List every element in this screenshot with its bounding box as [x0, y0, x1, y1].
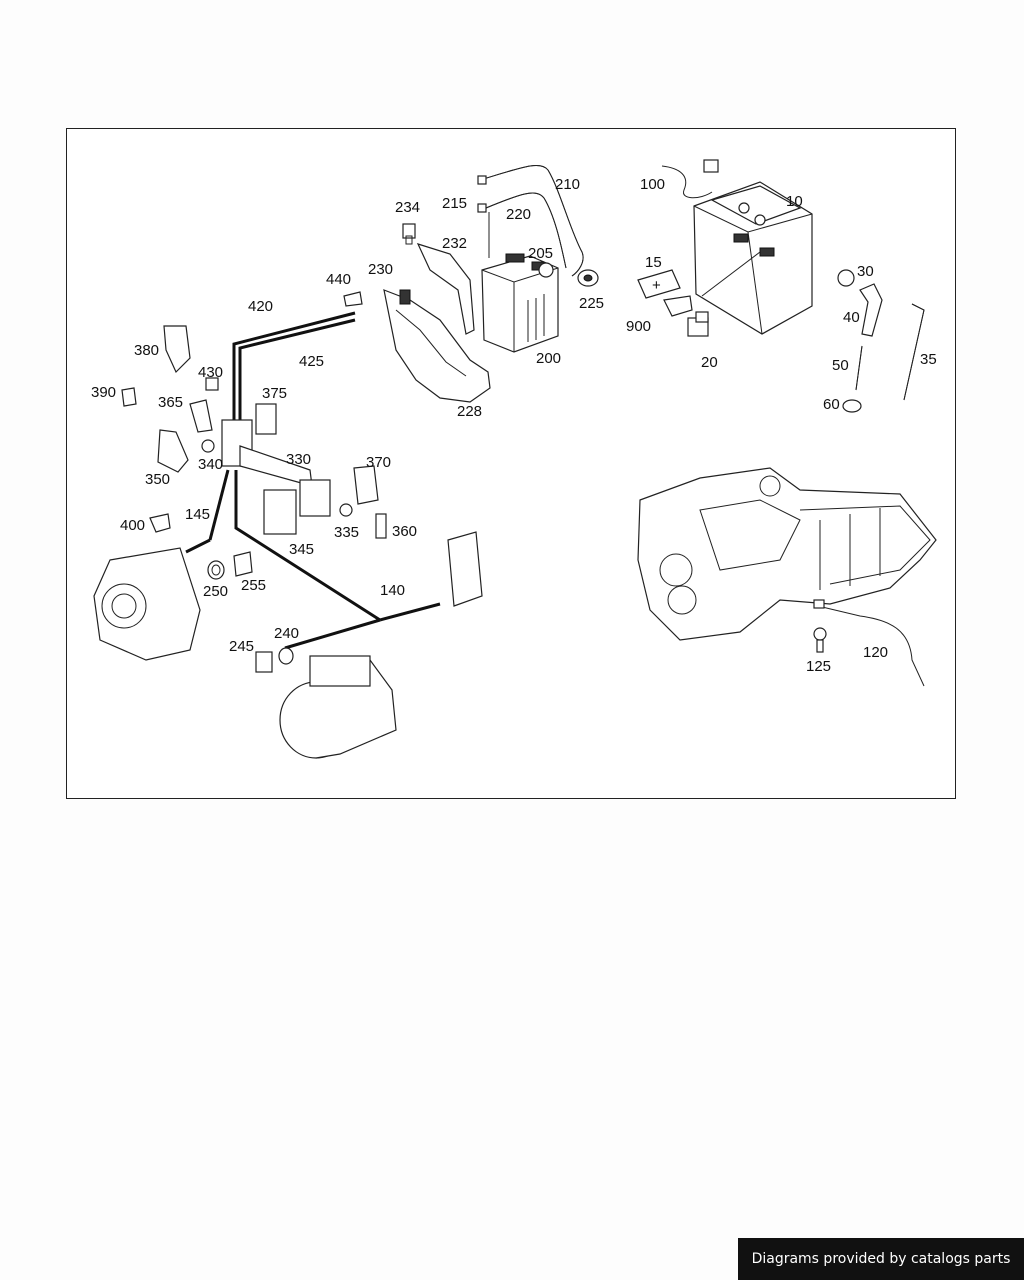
label-350: 350 [145, 471, 170, 488]
label-120: 120 [863, 644, 888, 661]
label-375: 375 [262, 385, 287, 402]
label-20: 20 [701, 354, 718, 371]
wiring-harness [185, 212, 490, 650]
alternator [93, 547, 201, 661]
label-400: 400 [120, 517, 145, 534]
cap-245 [255, 651, 273, 673]
label-250: 250 [203, 583, 228, 600]
label-370: 370 [366, 454, 391, 471]
label-60: 60 [823, 396, 840, 413]
label-35: 35 [920, 351, 937, 368]
label-245: 245 [229, 638, 254, 655]
label-345: 345 [289, 541, 314, 558]
bolt-125 [813, 627, 827, 653]
label-210: 210 [555, 176, 580, 193]
label-335: 335 [334, 524, 359, 541]
label-225: 225 [579, 295, 604, 312]
cap-30 [837, 269, 855, 287]
label-430: 430 [198, 364, 223, 381]
label-10: 10 [786, 193, 803, 210]
label-360: 360 [392, 523, 417, 540]
label-900: 900 [626, 318, 651, 335]
label-50: 50 [832, 357, 849, 374]
label-220: 220 [506, 206, 531, 223]
label-380: 380 [134, 342, 159, 359]
label-100: 100 [640, 176, 665, 193]
plus-marker-15: + [637, 269, 681, 299]
nut-240 [278, 647, 294, 665]
label-15: 15 [645, 254, 662, 271]
starter-motor [279, 655, 397, 759]
relay-20 [687, 311, 709, 337]
battery-tray [383, 223, 491, 403]
hose-50 [855, 345, 863, 391]
vent-hose-35 [903, 303, 925, 401]
nut-250 [207, 560, 225, 580]
label-200: 200 [536, 350, 561, 367]
sensor-900 [663, 295, 693, 317]
label-425: 425 [299, 353, 324, 370]
auxiliary-battery [481, 253, 559, 353]
label-420: 420 [248, 298, 273, 315]
elbow-hose-40 [859, 283, 883, 337]
label-230: 230 [368, 261, 393, 278]
module-140 [447, 531, 483, 607]
label-125: 125 [806, 658, 831, 675]
label-40: 40 [843, 309, 860, 326]
label-340: 340 [198, 456, 223, 473]
label-140: 140 [380, 582, 405, 599]
sensor-cable-100 [661, 159, 719, 199]
left-components [121, 291, 387, 539]
main-battery [693, 181, 813, 335]
label-205: 205 [528, 245, 553, 262]
label-30: 30 [857, 263, 874, 280]
grommet-225 [577, 269, 599, 287]
battery-cables [477, 164, 584, 277]
label-145: 145 [185, 506, 210, 523]
svg-text:+: + [652, 277, 661, 294]
battery-terminal-205 [538, 262, 554, 278]
label-232: 232 [442, 235, 467, 252]
label-330: 330 [286, 451, 311, 468]
label-365: 365 [158, 394, 183, 411]
engine-assembly [637, 467, 937, 641]
cap-255 [233, 551, 253, 577]
label-240: 240 [274, 625, 299, 642]
ground-cable-120 [813, 599, 925, 687]
label-440: 440 [326, 271, 351, 288]
part-labels: 10 15 20 30 35 40 50 60 100 120 125 140 … [91, 176, 937, 675]
label-390: 390 [91, 384, 116, 401]
label-215: 215 [442, 195, 467, 212]
plug-60 [842, 399, 862, 413]
credit-banner: Diagrams provided by catalogs parts [738, 1238, 1024, 1280]
label-228: 228 [457, 403, 482, 420]
label-234: 234 [395, 199, 420, 216]
label-255: 255 [241, 577, 266, 594]
